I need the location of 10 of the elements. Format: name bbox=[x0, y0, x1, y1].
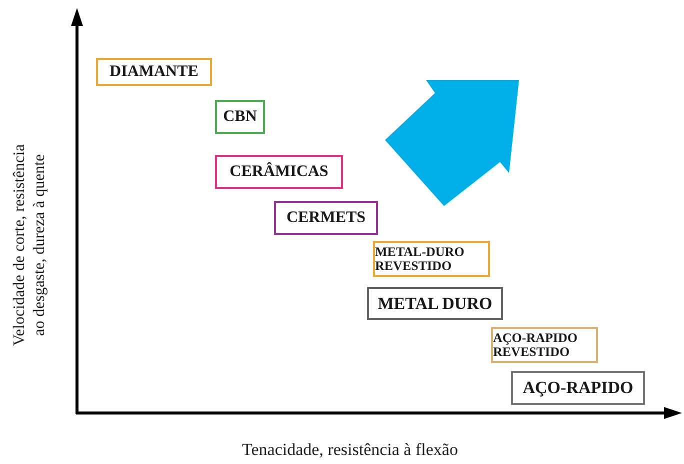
material-box: CBN bbox=[215, 100, 265, 134]
material-box: AÇO-RAPIDO bbox=[511, 371, 645, 405]
material-box: DIAMANTE bbox=[96, 58, 212, 86]
axis-title: Velocidade de corte, resistência ao desgaste, dureza à quente bbox=[10, 143, 49, 348]
material-box: METAL-DURO REVESTIDO bbox=[373, 241, 490, 277]
material-box: CERÂMICAS bbox=[215, 155, 343, 189]
axis-title: Tenacidade, resistência à flexão bbox=[241, 440, 459, 460]
material-box: METAL DURO bbox=[367, 287, 503, 320]
material-box: CERMETS bbox=[274, 201, 378, 235]
material-box: AÇO-RAPIDO REVESTIDO bbox=[491, 327, 598, 363]
